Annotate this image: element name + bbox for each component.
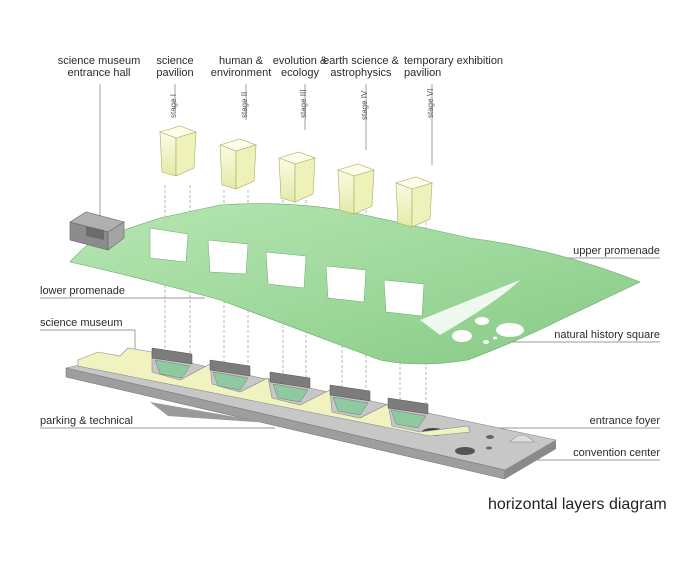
stage-label-4: stage IV — [360, 90, 369, 120]
yellow-cubes — [159, 125, 433, 228]
label-entrance-foyer: entrance foyer — [589, 415, 660, 427]
cube-5 — [395, 176, 433, 228]
cube-4 — [337, 163, 375, 215]
label-science-museum: science museum — [40, 317, 123, 329]
stage-label-5: stage VI — [426, 88, 435, 118]
label-line: earth science & — [323, 55, 399, 67]
cube-2 — [219, 138, 257, 190]
diagram-title: horizontal layers diagram — [488, 496, 667, 513]
pavilion-glass — [154, 359, 427, 429]
label-parking-technical: parking & technical — [40, 415, 133, 427]
label-entrance-hall: science museum entrance hall — [44, 55, 154, 79]
label-line: science museum — [57, 55, 141, 67]
label-science-pavilion: science pavilion — [140, 55, 210, 79]
stage-label-1: stage I — [169, 93, 178, 118]
label-line: human & — [218, 55, 264, 67]
label-temporary-exhibition: temporary exhibition pavilion — [404, 55, 524, 79]
cube-1 — [159, 125, 197, 177]
label-line: temporary exhibition — [404, 55, 504, 67]
label-line: astrophysics — [330, 67, 392, 79]
stage-label-2: stage II — [240, 91, 249, 118]
label-upper-promenade: upper promenade — [573, 245, 660, 257]
stage-label-3: stage III — [299, 89, 308, 118]
label-evolution-ecology: evolution & ecology — [260, 55, 340, 79]
label-line: pavilion — [404, 67, 442, 79]
label-line: ecology — [281, 67, 319, 79]
label-line: pavilion — [156, 67, 194, 79]
label-convention-center: convention center — [573, 447, 660, 459]
label-line: environment — [210, 67, 272, 79]
label-lower-promenade: lower promenade — [40, 285, 125, 297]
label-line: science — [156, 55, 194, 67]
label-natural-history-square: natural history square — [554, 329, 660, 341]
yellow-exhibition-strip — [77, 347, 471, 437]
label-human-environment: human & environment — [196, 55, 286, 79]
label-line: evolution & — [272, 55, 328, 67]
label-earth-science: earth science & astrophysics — [316, 55, 406, 79]
cube-3 — [278, 151, 316, 203]
pavilion-volumes — [151, 347, 429, 415]
entrance-hall-block — [69, 211, 125, 251]
label-line: entrance hall — [67, 67, 131, 79]
green-promenade — [69, 203, 641, 365]
